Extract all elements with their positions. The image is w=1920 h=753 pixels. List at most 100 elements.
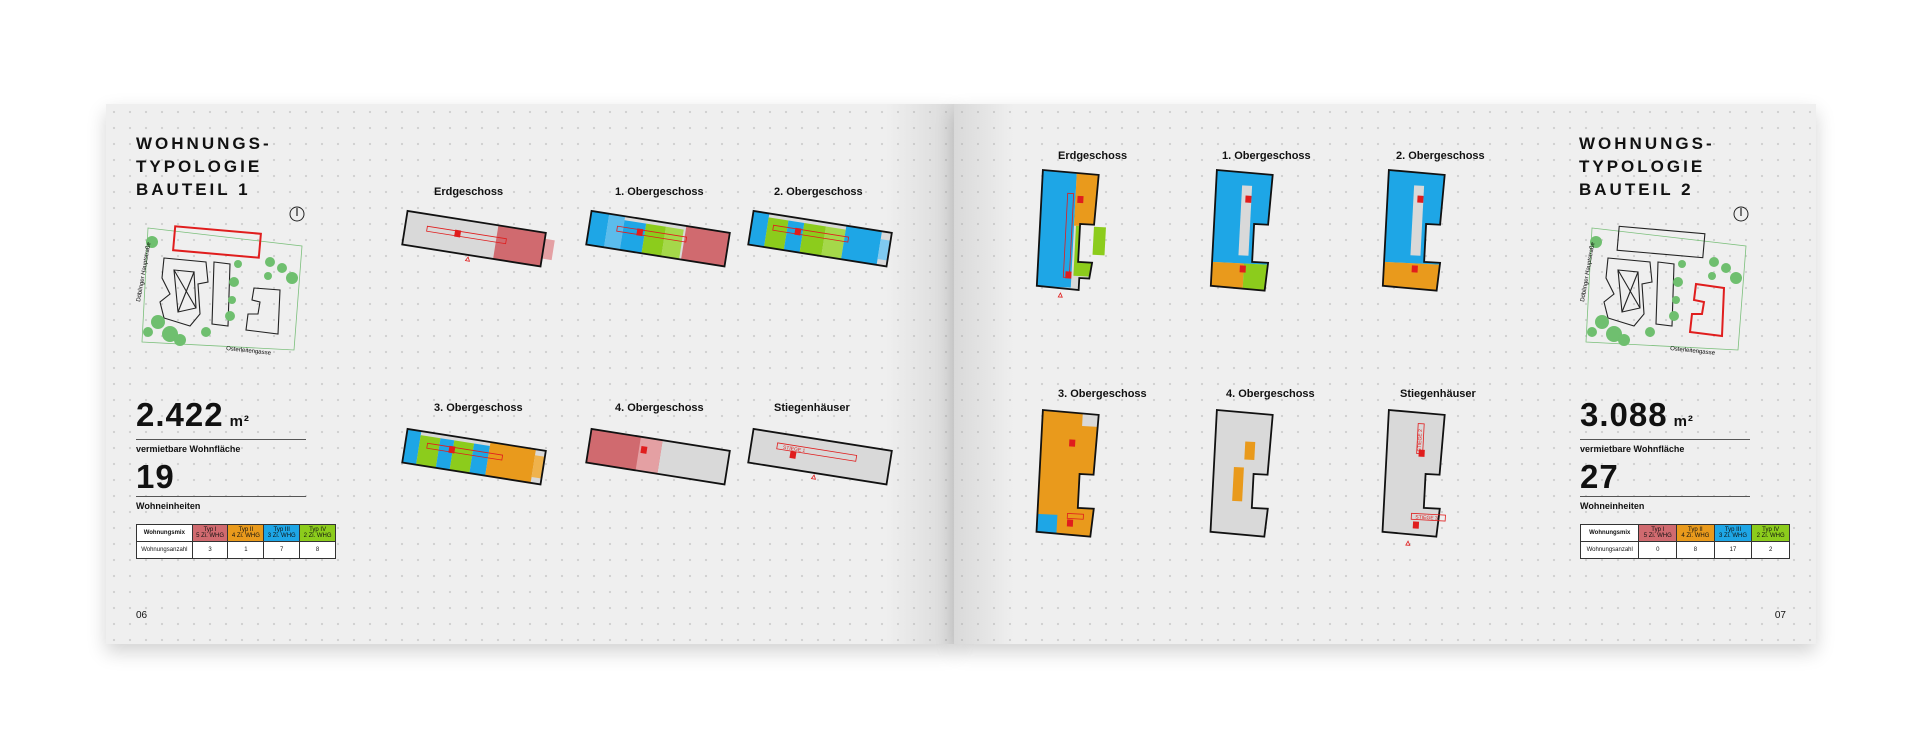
area-block: 3.088 m² vermietbare Wohnfläche 27 Wohnei… <box>1580 398 1750 511</box>
count-cell: 0 <box>1638 541 1678 559</box>
floor-plan-stiegenhaeuser: STIEGE 1 <box>747 427 893 486</box>
highlighted-building <box>172 225 262 259</box>
type-name: Typ III <box>273 527 290 533</box>
page-gutter-shadow <box>954 104 1014 644</box>
right-page: WOHNUNGS- TYPOLOGIE BAUTEIL 2 <box>954 104 1816 644</box>
title-line: BAUTEIL 2 <box>1579 180 1694 199</box>
count-cell: 7 <box>263 541 301 559</box>
stair-label: STIEGE 3 <box>1415 515 1438 522</box>
title-line: TYPOLOGIE <box>136 157 263 176</box>
area-unit: m² <box>1673 413 1694 430</box>
floor-label: 3. Obergeschoss <box>434 402 523 414</box>
floor-plan-2-og <box>747 209 893 268</box>
floor-plan-4-og <box>1209 409 1274 538</box>
floor-plan-4-og <box>585 427 731 486</box>
type-rooms: 3 Zi. WHG <box>267 533 296 539</box>
units-value: 19 <box>136 458 175 495</box>
count-cell: 8 <box>1676 541 1715 559</box>
row-label: Wohnungsanzahl <box>136 541 193 559</box>
type-rooms: 2 Zi. WHG <box>303 533 332 539</box>
floor-label: Stiegenhäuser <box>1400 388 1476 400</box>
type-name: Typ I <box>1651 527 1665 533</box>
existing-buildings <box>1603 225 1706 327</box>
area-label: vermietbare Wohnfläche <box>1580 439 1750 454</box>
page-title: WOHNUNGS- TYPOLOGIE BAUTEIL 2 <box>1579 132 1799 201</box>
type-name: Typ III <box>1724 527 1742 533</box>
floor-plan-erdgeschoss <box>401 209 555 268</box>
left-info-column: WOHNUNGS- TYPOLOGIE BAUTEIL 1 <box>136 132 356 201</box>
type-rooms: 2 Zi. WHG <box>1756 533 1785 539</box>
page-number: 07 <box>1774 610 1786 621</box>
stair-label: STIEGE 2 <box>1417 429 1424 452</box>
floor-label: 1. Obergeschoss <box>1222 150 1311 162</box>
floor-plan-erdgeschoss <box>1035 169 1106 298</box>
row-label: Wohnungsanzahl <box>1579 541 1640 559</box>
page-gutter-shadow <box>886 104 956 644</box>
title-line: TYPOLOGIE <box>1579 157 1706 176</box>
type-rooms: 5 Zi. WHG <box>196 533 225 539</box>
count-cell: 8 <box>299 541 336 559</box>
area-label: vermietbare Wohnfläche <box>136 439 306 454</box>
floor-label: Stiegenhäuser <box>774 402 850 414</box>
right-info-column: WOHNUNGS- TYPOLOGIE BAUTEIL 2 <box>1579 132 1799 201</box>
table-row: Wohnungsanzahl 0 8 17 2 <box>1579 541 1790 559</box>
type-name: Typ II <box>238 527 254 533</box>
type-rooms: 3 Zi. WHG <box>1719 533 1748 539</box>
floor-plan-3-og <box>401 427 547 486</box>
table-row: Wohnungsanzahl 3 1 7 8 <box>136 541 336 559</box>
floor-label: 2. Obergeschoss <box>1396 150 1485 162</box>
type-rooms: 4 Zi. WHG <box>231 533 260 539</box>
site-plan: Döblinger Hauptstraße Osterleitengasse <box>1580 206 1749 357</box>
page-number: 06 <box>136 610 148 621</box>
type-name: Typ I <box>203 527 217 533</box>
count-cell: 2 <box>1751 541 1790 559</box>
floor-label: 4. Obergeschoss <box>1226 388 1315 400</box>
title-line: BAUTEIL 1 <box>136 180 251 199</box>
count-cell: 17 <box>1713 541 1753 559</box>
page-title: WOHNUNGS- TYPOLOGIE BAUTEIL 1 <box>136 132 356 201</box>
count-cell: 3 <box>191 541 229 559</box>
units-label: Wohneinheiten <box>1580 496 1750 511</box>
units-value: 27 <box>1580 458 1619 495</box>
floor-plan-2-og <box>1381 169 1446 292</box>
floor-label: Erdgeschoss <box>1058 150 1128 162</box>
trees <box>1587 236 1742 346</box>
table-header: Wohnungsmix <box>1579 524 1640 542</box>
area-number: 3.088 <box>1580 396 1668 433</box>
stair-label: STIEGE 1 <box>782 445 805 454</box>
floor-label: 1. Obergeschoss <box>615 186 704 198</box>
trees <box>143 236 298 346</box>
type-name: Typ II <box>1688 527 1703 533</box>
type-name: Typ IV <box>1762 527 1780 533</box>
count-cell: 1 <box>227 541 265 559</box>
highlighted-building <box>1688 282 1726 338</box>
floor-label: 3. Obergeschoss <box>1058 388 1147 400</box>
floor-plan-1-og <box>585 209 731 268</box>
title-line: WOHNUNGS- <box>1579 134 1715 153</box>
type-rooms: 5 Zi. WHG <box>1643 533 1672 539</box>
floor-label: 4. Obergeschoss <box>615 402 704 414</box>
floor-label: 2. Obergeschoss <box>774 186 863 198</box>
table-header: Wohnungsmix <box>136 524 193 542</box>
floor-plan-3-og <box>1035 409 1100 538</box>
floor-label: Erdgeschoss <box>434 186 504 198</box>
area-value: 3.088 m² <box>1580 398 1750 439</box>
floor-plan-1-og <box>1209 169 1274 292</box>
units-label: Wohneinheiten <box>136 496 306 511</box>
type-rooms: 4 Zi. WHG <box>1681 533 1710 539</box>
street-label: Osterleitengasse <box>1670 346 1716 357</box>
